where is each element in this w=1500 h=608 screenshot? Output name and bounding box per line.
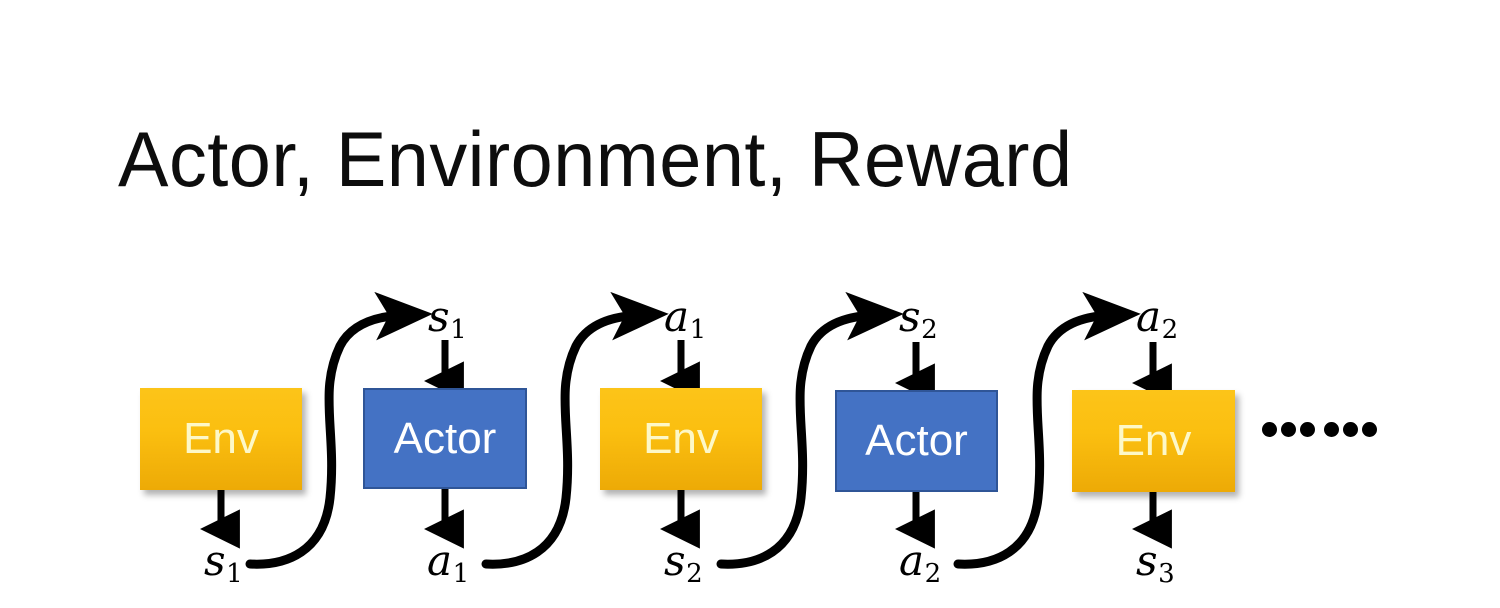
- node-label: Env: [643, 414, 719, 463]
- label-subscript: 1: [452, 559, 470, 590]
- label-subscript: 2: [686, 559, 703, 590]
- curve-connector-a2: [953, 291, 1141, 569]
- label-symbol: s: [204, 536, 226, 585]
- label-top-s1: s1: [428, 296, 467, 346]
- node-label: Actor: [865, 416, 968, 465]
- label-symbol: a: [427, 536, 453, 585]
- ellipsis-dot: [1362, 422, 1377, 437]
- node-actor-2[interactable]: Actor: [835, 390, 998, 492]
- node-label: Env: [1115, 416, 1192, 465]
- label-symbol: a: [664, 292, 690, 341]
- label-bottom-a1: a1: [427, 540, 470, 590]
- label-symbol: a: [899, 536, 925, 585]
- label-top-a2: a2: [1136, 296, 1179, 346]
- label-subscript: 2: [1161, 315, 1179, 346]
- page-title: Actor, Environment, Reward: [118, 115, 1073, 203]
- node-label: Env: [183, 414, 259, 463]
- label-subscript: 1: [689, 315, 707, 346]
- node-actor-1[interactable]: Actor: [363, 388, 527, 489]
- curve-connector-s2: [716, 291, 904, 569]
- ellipsis-dot: [1324, 422, 1339, 437]
- ellipsis-dot: [1262, 422, 1277, 437]
- label-subscript: 2: [924, 559, 942, 590]
- label-bottom-a2: a2: [899, 540, 942, 590]
- label-symbol: a: [1136, 292, 1162, 341]
- ellipsis-dot: [1343, 422, 1358, 437]
- label-top-a1: a1: [664, 296, 707, 346]
- ellipsis-dot: [1300, 422, 1315, 437]
- ellipsis-dot: [1281, 422, 1296, 437]
- label-top-s2: s2: [899, 296, 938, 346]
- ellipsis-continuation: [1262, 416, 1377, 442]
- node-env-3[interactable]: Env: [1072, 390, 1235, 492]
- label-symbol: s: [1136, 536, 1158, 585]
- label-symbol: s: [899, 292, 921, 341]
- node-label: Actor: [393, 413, 497, 463]
- label-bottom-s3: s3: [1136, 540, 1175, 590]
- curve-connector-a1: [481, 291, 669, 569]
- label-symbol: s: [428, 292, 450, 341]
- label-bottom-s1: s1: [204, 540, 243, 590]
- node-env-2[interactable]: Env: [600, 388, 762, 490]
- curve-connector-s1: [245, 291, 433, 569]
- label-subscript: 3: [1158, 559, 1175, 590]
- node-env-1[interactable]: Env: [140, 388, 302, 490]
- label-bottom-s2: s2: [664, 540, 703, 590]
- label-subscript: 1: [450, 315, 467, 346]
- label-subscript: 2: [921, 315, 938, 346]
- label-subscript: 1: [226, 559, 243, 590]
- label-symbol: s: [664, 536, 686, 585]
